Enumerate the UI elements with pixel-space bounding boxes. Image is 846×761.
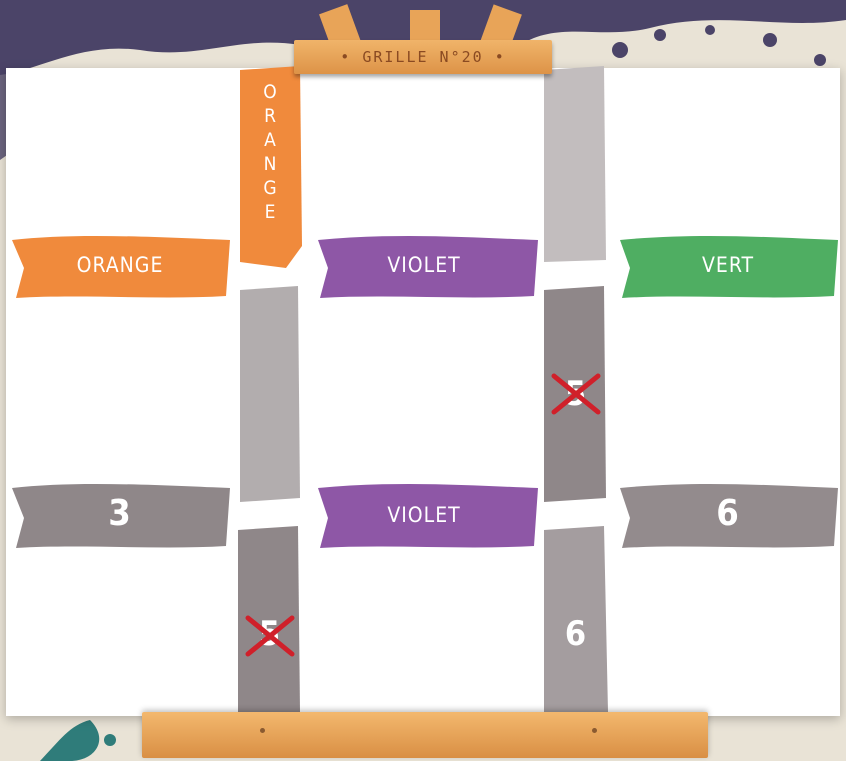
- column-1-top-letter: R: [255, 104, 285, 128]
- column-1-top-letter: A: [255, 128, 285, 152]
- nail-right: [592, 728, 597, 733]
- column-1-middle-stroke: [240, 286, 300, 502]
- row-2-middle-label: VIOLET: [324, 500, 524, 530]
- row-2-left-label: 3: [20, 492, 220, 536]
- cross-mark-column-1-bottom: [244, 614, 296, 658]
- column-1-top-letter: O: [255, 80, 285, 104]
- grid-title: • GRILLE N°20 •: [294, 40, 552, 74]
- row-1-right-label: VERT: [628, 250, 828, 280]
- bottom-plank: [142, 712, 708, 758]
- row-1-middle-label: VIOLET: [324, 250, 524, 280]
- column-2-bottom-label: 6: [546, 612, 606, 656]
- cross-mark-column-2-middle: [550, 372, 602, 416]
- column-1-top-letter: G: [255, 176, 285, 200]
- title-plank: • GRILLE N°20 •: [294, 40, 552, 74]
- nail-left: [260, 728, 265, 733]
- column-1-top-letter: E: [255, 200, 285, 224]
- row-2-right-label: 6: [628, 492, 828, 536]
- column-2-top-stroke: [544, 66, 606, 262]
- row-1-left-label: ORANGE: [20, 250, 220, 280]
- column-1-top-letter: N: [255, 152, 285, 176]
